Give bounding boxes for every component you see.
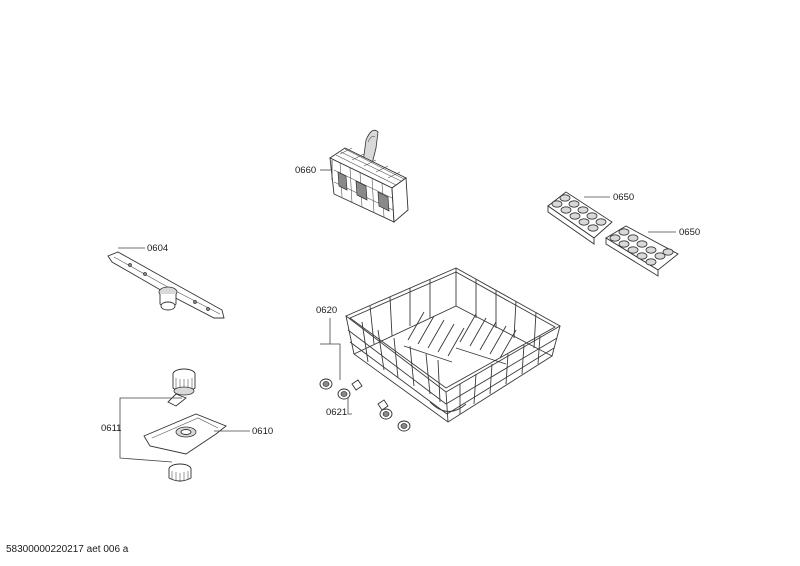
callout-0610: 0610 [214,426,273,437]
spray-arm-bearing[interactable] [167,368,196,407]
callout-label-0610: 0610 [252,426,273,437]
spray-arm-carrier-plate[interactable] [143,413,227,455]
callout-0650-lower: 0650 [648,227,700,238]
callout-0660: 0660 [295,160,333,180]
callout-0611: 0611 [101,397,182,463]
callout-0650-upper: 0650 [584,192,634,203]
callout-label-0611: 0611 [101,423,121,434]
upper-basket[interactable] [345,267,561,423]
callout-label-0604: 0604 [147,243,168,254]
callout-0604: 0604 [118,243,168,254]
spray-arm[interactable] [107,251,225,319]
cup-rack-upper[interactable] [547,191,613,245]
callout-label-0660: 0660 [295,165,316,176]
callout-label-0650-lower: 0650 [679,227,700,238]
cup-rack-lower[interactable] [605,225,679,277]
callout-label-0650-upper: 0650 [613,192,634,203]
callout-0621: 0621 [326,398,352,418]
filter-nut[interactable] [168,463,192,482]
callout-label-0621: 0621 [326,407,347,418]
cutlery-basket[interactable] [329,129,409,349]
basket-wheels[interactable] [319,378,411,432]
document-id: 58300000220217 aet 006 a [6,544,129,555]
callout-0620: 0620 [316,305,341,380]
callout-label-0620: 0620 [316,305,337,316]
